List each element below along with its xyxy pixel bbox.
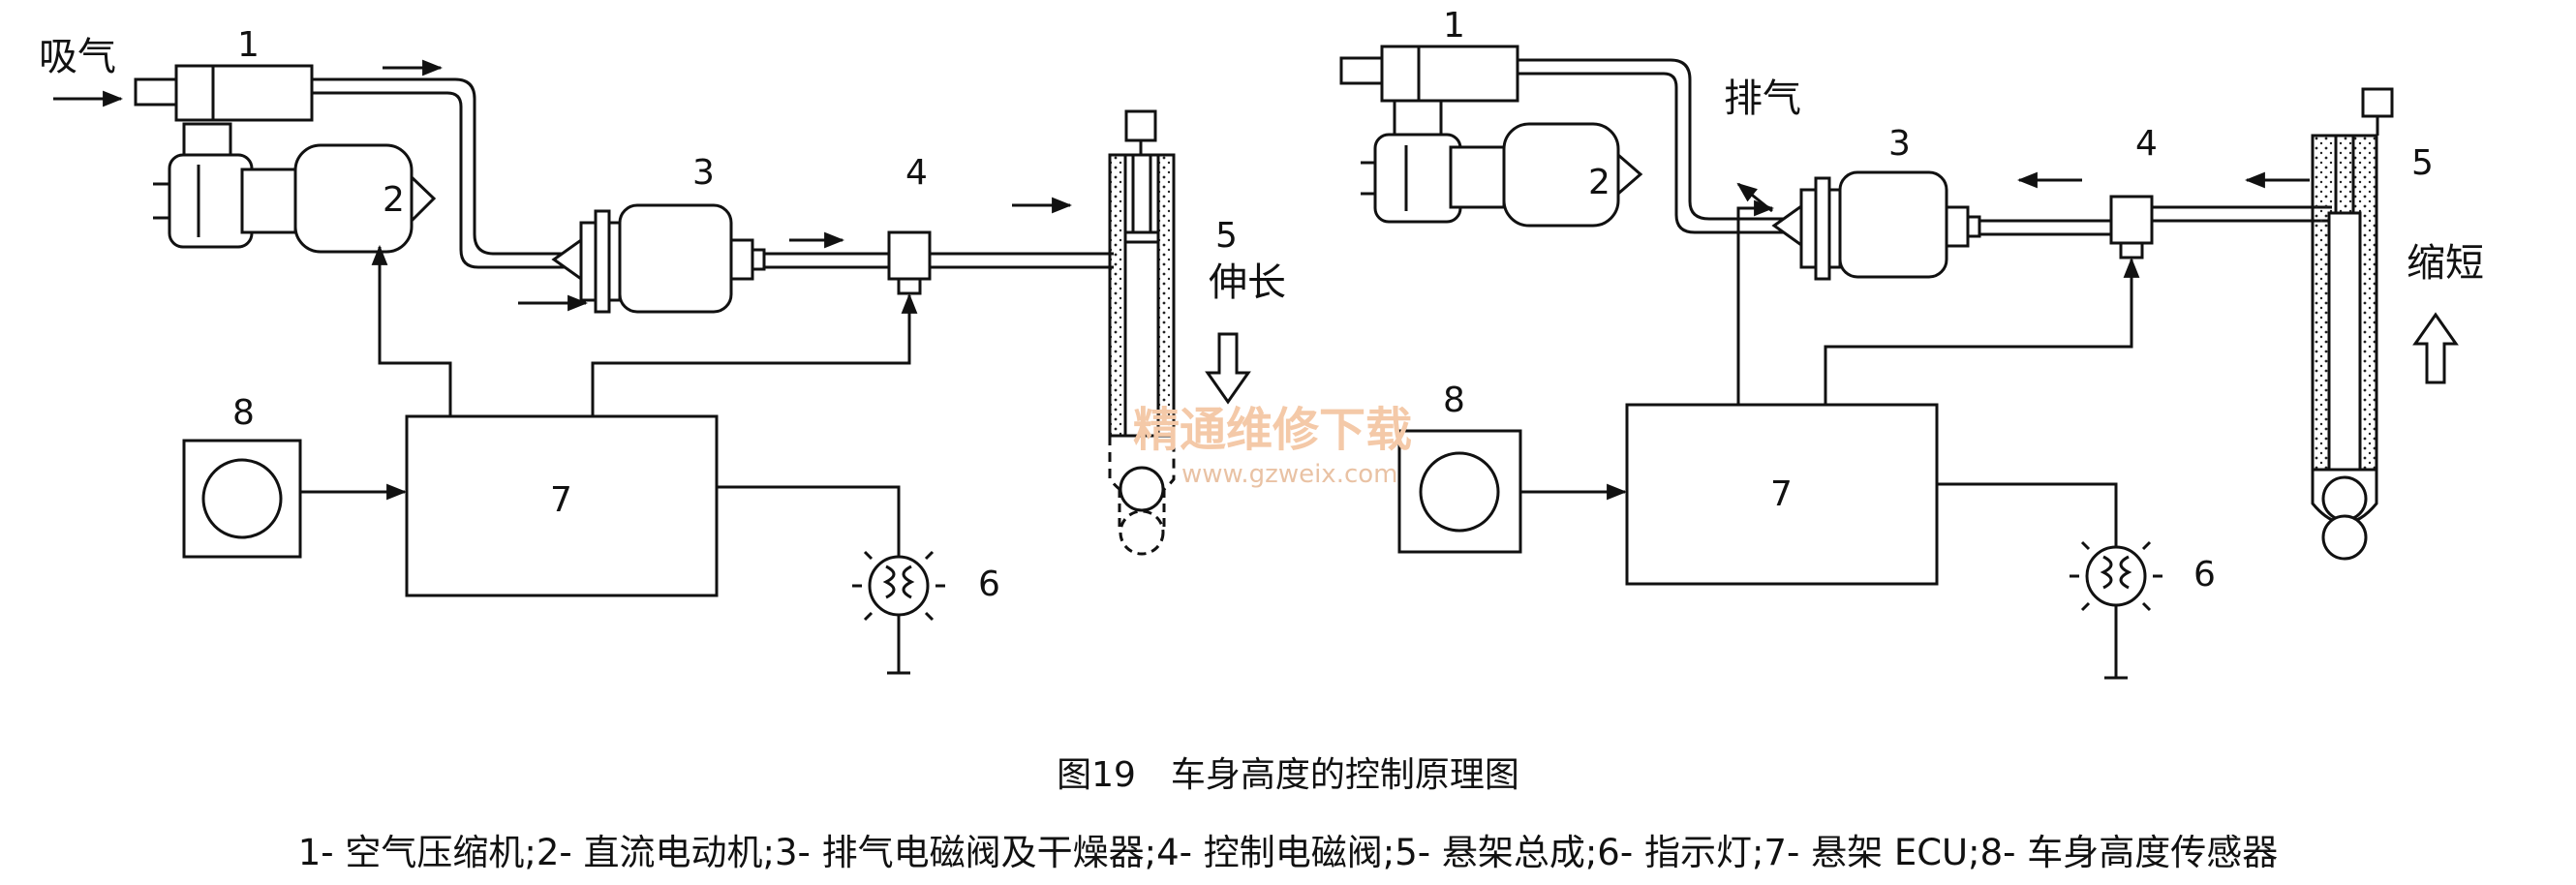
left-extend-arrow [1205,332,1251,405]
left-ecu-lamp-line [717,485,901,557]
left-extend-label: 伸长 [1209,260,1286,305]
right-pipe-a [1518,58,1801,221]
left-label-4: 4 [905,153,928,193]
right-shorten-label: 缩短 [2407,241,2484,286]
left-label-1: 1 [237,25,260,65]
right-exhaust-label: 排气 [1724,76,1801,121]
right-ecu-valve-signal [1824,257,2140,405]
left-pipe-b [334,91,581,269]
right-label-8: 8 [1443,381,1465,420]
left-exhaust-valve [551,203,766,314]
left-label-3: 3 [692,153,715,193]
watermark-title: 精通维修下载 [1133,403,1412,457]
right-label-2: 2 [1588,163,1610,202]
right-control-valve [2109,195,2154,259]
right-indicator-lamp [2070,540,2162,680]
left-indicator-lamp [852,550,945,675]
left-label-6: 6 [978,565,1000,604]
left-compressor [134,64,334,122]
right-suspension [2311,87,2394,561]
left-suspension [1108,109,1176,556]
right-dc-motor [1361,99,1643,228]
left-label-7: 7 [550,480,572,520]
left-label-8: 8 [232,393,255,433]
left-intake-label: 吸气 [39,35,116,79]
right-height-sensor [1397,429,1522,554]
figure-title: 图19 车身高度的控制原理图 [1057,755,1519,795]
left-control-valve [887,230,932,295]
left-ecu-valve-signal [591,292,918,416]
right-label-1: 1 [1443,6,1465,46]
right-label-6: 6 [2193,555,2216,595]
right-ecu-lamp-line [1937,482,2118,547]
right-compressor [1339,45,1519,103]
left-dc-motor [153,122,437,254]
left-ecu-motor-signal [371,244,452,416]
left-height-sensor [182,439,302,559]
right-label-5: 5 [2411,143,2434,183]
left-label-5: 5 [1215,216,1238,256]
watermark-url: www.gzweix.com [1181,460,1398,489]
right-label-3: 3 [1888,124,1911,164]
right-pipe-b [1518,72,1801,234]
right-label-4: 4 [2135,124,2158,164]
right-ecu [1625,403,1939,586]
right-ecu-exhaust-signal [1736,199,1775,405]
right-shorten-arrow [2412,312,2459,384]
right-exhaust-valve [1771,170,1981,281]
figure-legend: 1- 空气压缩机;2- 直流电动机;3- 排气电磁阀及干燥器;4- 控制电磁阀;… [298,832,2279,873]
left-label-2: 2 [383,180,405,220]
right-label-7: 7 [1770,474,1793,514]
left-ecu [405,414,719,597]
left-pipe-a [334,77,581,256]
